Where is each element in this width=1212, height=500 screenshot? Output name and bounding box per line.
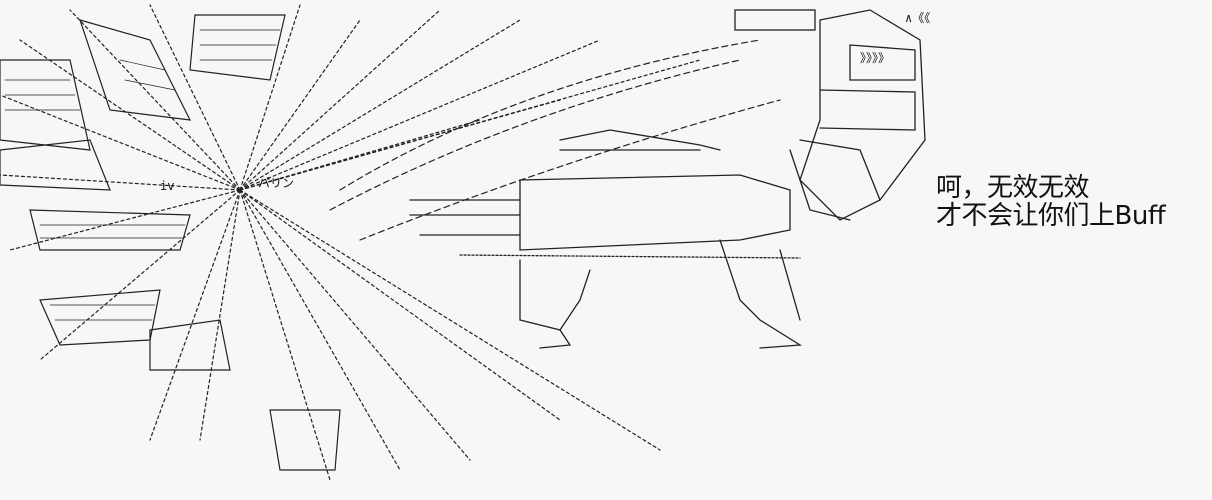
- arrow-marks: 》》》》: [860, 51, 890, 65]
- armored-robot: [409, 9, 926, 349]
- motion-streaks: [329, 39, 781, 241]
- caption-line-1: 呵，无效无效: [936, 173, 1090, 203]
- shard-hatching: [4, 29, 281, 321]
- caption-line-2: 才不会让你们上Buff: [936, 201, 1166, 231]
- glass-shards: [0, 14, 341, 471]
- beam-label: iv: [160, 179, 174, 193]
- shatter-burst: [0, 4, 701, 481]
- caption: 呵，无效无效 才不会让你们上Buff: [936, 173, 1166, 231]
- sfx-text: パリン: [258, 176, 294, 190]
- arrow-marks: ∧《《: [905, 11, 930, 25]
